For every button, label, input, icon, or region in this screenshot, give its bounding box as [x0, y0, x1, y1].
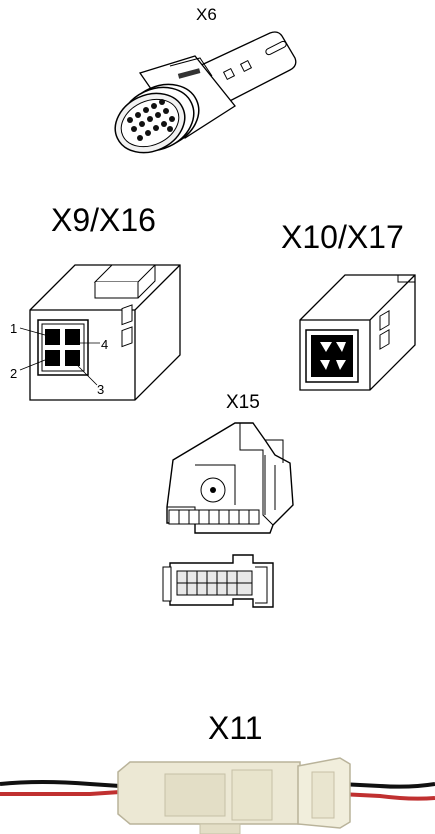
pin-label-2: 2 [10, 366, 18, 381]
connector-label-x11: X11 [208, 710, 263, 746]
connector-x6-drawing [114, 31, 297, 154]
connector-label-x9-x16: X9/X16 [51, 202, 156, 238]
connector-label-x10-x17: X10/X17 [281, 219, 404, 255]
connector-label-x15: X15 [226, 392, 260, 413]
pin-label-1: 1 [10, 321, 18, 336]
pin-label-3: 3 [97, 382, 105, 397]
connector-x11-drawing [0, 757, 435, 834]
connector-x9-x16-drawing [19, 264, 181, 401]
connector-x10-x17-drawing [299, 274, 416, 391]
connector-x15-drawing [162, 422, 294, 608]
pin-label-4: 4 [101, 337, 109, 352]
connector-label-x6: X6 [196, 5, 217, 24]
